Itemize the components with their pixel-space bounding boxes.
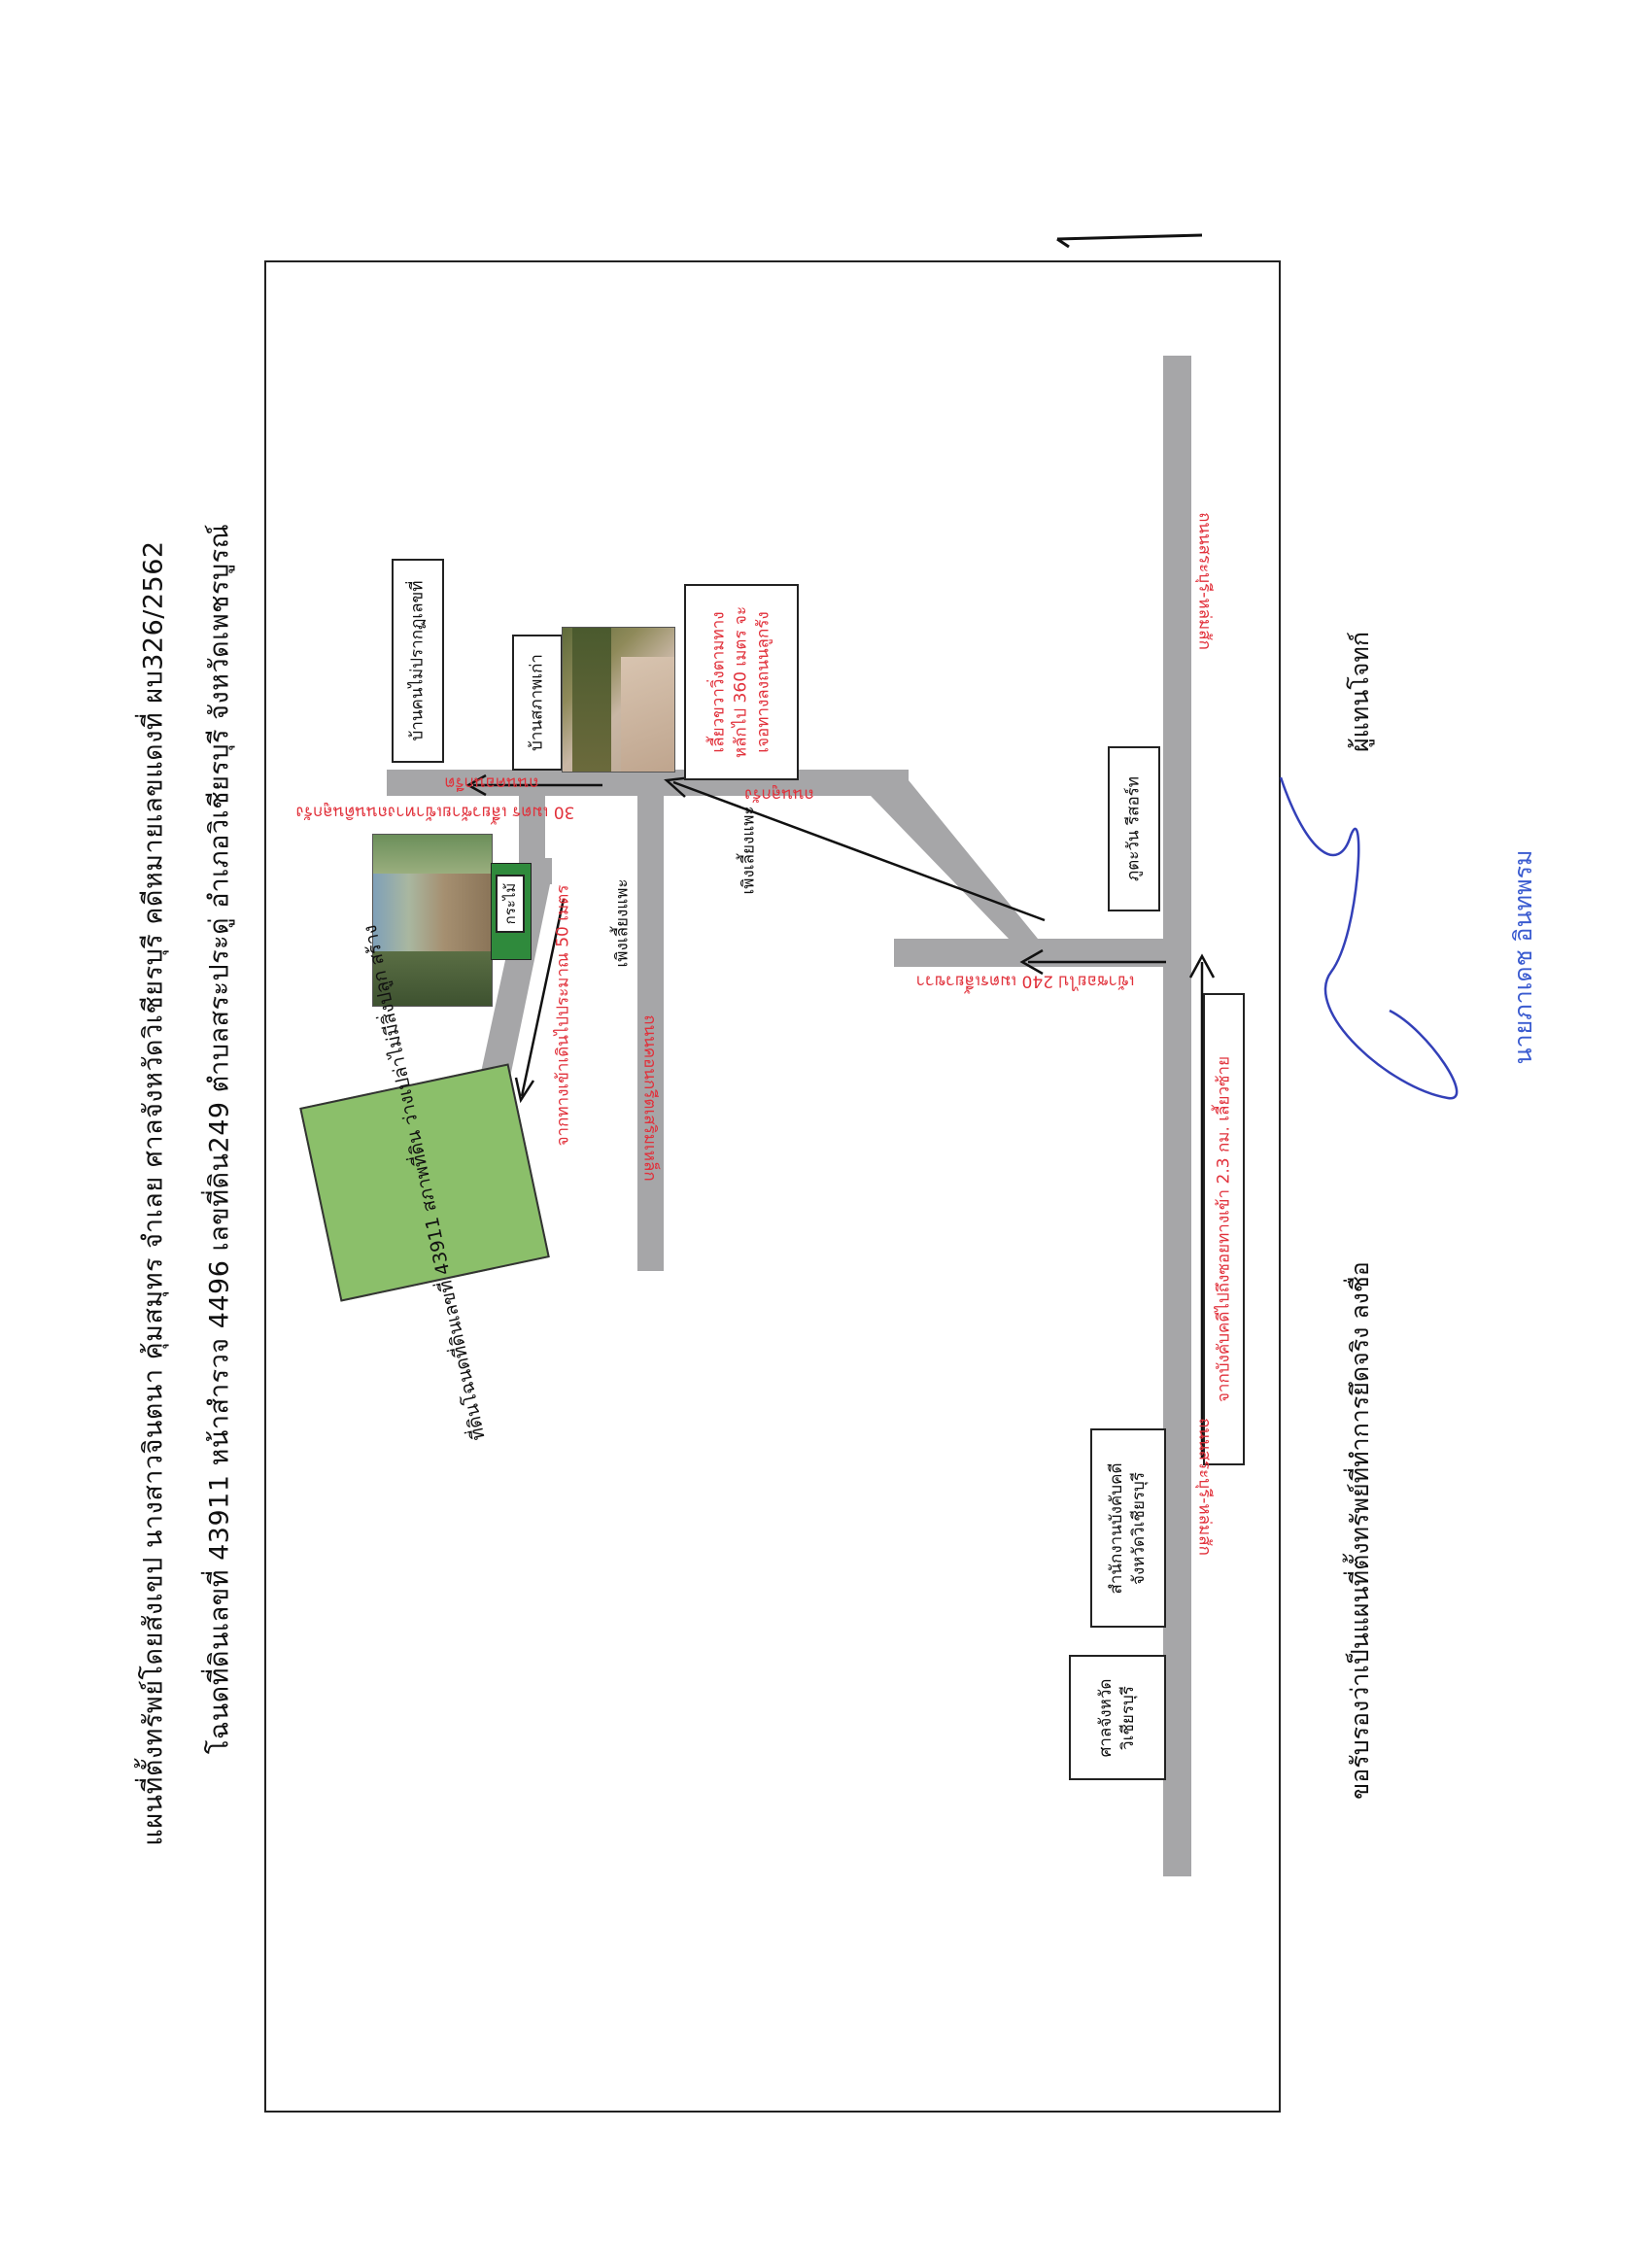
road-label-main-2: ถนนสระบุรี-หล่มสัก [1194,1418,1215,1556]
map-frame [264,260,1281,2113]
direction-arrows [465,773,1216,1458]
signer-role: ผู้แทนโจทก์ [1346,631,1374,753]
abandoned-house-label: บ้านคนไม่ปรากฏเลขที่ [407,580,428,741]
court-line-2: วิเชียรบุรี [1118,1685,1138,1750]
arrow-icon [514,1077,535,1104]
diagonal-road [871,770,1038,939]
arrow-left-icon [1056,233,1203,249]
office-line-1: สำนักงานบังคับคดี [1107,1462,1127,1594]
site-photo-2 [372,834,493,1007]
old-house-label: บ้านสภาพเก่า [527,654,547,751]
target-land-line-2: 43911 สภาพที่ดิน [402,1128,455,1278]
resort-label: ภูตะวัน รีสอร์ท [1123,775,1144,882]
turn-right-line-2: หลักไป 360 เมตร จะ [731,605,751,759]
arrow-icon [664,775,693,798]
distance-note: จากบังคับคดีไปถึงซอยทางเข้า 2.3 กม. เลี้… [1214,1055,1234,1403]
concrete-road [637,770,664,1271]
turn-right-note-box: เลี้ยวขวาวิ่งตามทาง หลักไป 360 เมตร จะ เ… [684,584,799,780]
goat-shed-label-2: เพิงเลี้ยงแพะ [739,806,759,895]
turn-left-30-label: 30 เมตร เลี้ยวซ้ายเข้าทางถนนดินลูกรัง [295,802,575,822]
arrow-icon [1019,948,1044,976]
court-box: ศาลจังหวัด วิเชียรบุรี [1069,1655,1166,1780]
old-house-box: บ้านสภาพเก่า [512,635,563,771]
turn-in-240-label: เข้าซอยไป 240 เมตรเลี้ยวขวา [915,971,1135,991]
laterite-path [477,879,550,1096]
walk-in-50-label: จากทางเข้าเดินไปประมาณ 50 เมตร [553,884,573,1147]
signature-scribble [1279,776,1459,1100]
main-road [1163,356,1191,1876]
road-label-main-1: ถนนสระบุรี-หล่มสัก [1194,512,1215,650]
site-photo-1 [562,627,675,773]
target-land-line-4: สร้าง [359,922,389,968]
court-line-1: ศาลจังหวัด [1096,1678,1117,1757]
laterite-road-label: ถนนลูกรัง [744,784,814,805]
certify-text: ขอรับรองว่าเป็นแผนที่ตั้งทรัพย์ที่ทำการย… [1346,1261,1374,1800]
arrow-icon [520,898,566,1097]
turn-right-line-1: เลี้ยวขวาวิ่งตามทาง [708,611,729,753]
concrete-road-label: ถนนคอนกรีต [444,773,539,793]
signer-name: นายภาเดช อินทพรม [1509,849,1537,1065]
office-line-2: จังหวัดวิเชียรบุรี [1129,1471,1149,1585]
arrow-icon [672,780,1046,922]
goat-shed-label-1: เพิงเลี้ยงแพะ [612,878,633,968]
concrete-road-label-2: ถนนคอนกรีตเสริมเหล็ก [639,1014,660,1182]
hut-box: กระไม้ [496,875,525,933]
hut-label: กระไม้ [500,882,519,925]
resort-box: ภูตะวัน รีสอร์ท [1108,746,1160,911]
arrow-icon [465,773,487,797]
arrow-icon [1188,953,1216,979]
turn-right-line-3: เจอทางลงถนนลูกรัง [753,611,773,753]
distance-note-box: จากบังคับคดีไปถึงซอยทางเข้า 2.3 กม. เลี้… [1203,993,1245,1465]
abandoned-house-box: บ้านคนไม่ปรากฏเลขที่ [392,559,444,763]
enforcement-office-box: สำนักงานบังคับคดี จังหวัดวิเชียรบุรี [1090,1428,1166,1628]
